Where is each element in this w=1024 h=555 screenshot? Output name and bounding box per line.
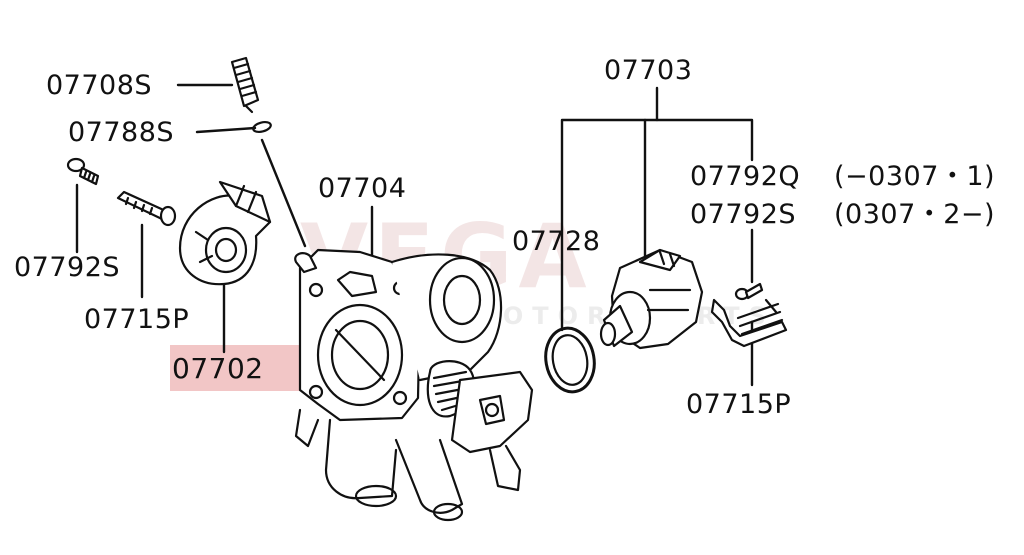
idle-air-control-valve-07703-icon [599,248,704,350]
label-07792S-range: (0307・2−) [834,199,996,230]
screw-07715P-icon [116,190,177,227]
highlight-box-07702 [170,345,302,391]
washer-07788S-icon [252,120,272,134]
label-07703: 07703 [604,55,693,86]
bolt-07792S-right-icon [734,282,764,301]
label-07704: 07704 [318,173,407,204]
label-07792Q-range: (−0307・1) [834,161,996,192]
label-07708S: 07708S [46,70,153,101]
throttle-position-sensor-07702-icon [178,180,272,286]
label-07715P-right: 07715P [686,389,792,420]
label-07715P-left: 07715P [84,304,190,335]
screw-07708S-icon [230,56,260,114]
o-ring-07728-icon [544,326,596,394]
leader-lines [75,83,754,392]
label-07728: 07728 [512,226,601,257]
bolt-07792S-icon [66,157,100,186]
label-07792S-left: 07792S [14,252,121,283]
label-07792Q: 07792Q [690,161,801,192]
bracket-07715P-right-icon [710,298,788,348]
label-07702: 07702 [172,352,264,385]
throttle-body-07704-icon [294,248,534,522]
label-07788S: 07788S [68,117,175,148]
label-07792S-right: 07792S [690,199,797,230]
